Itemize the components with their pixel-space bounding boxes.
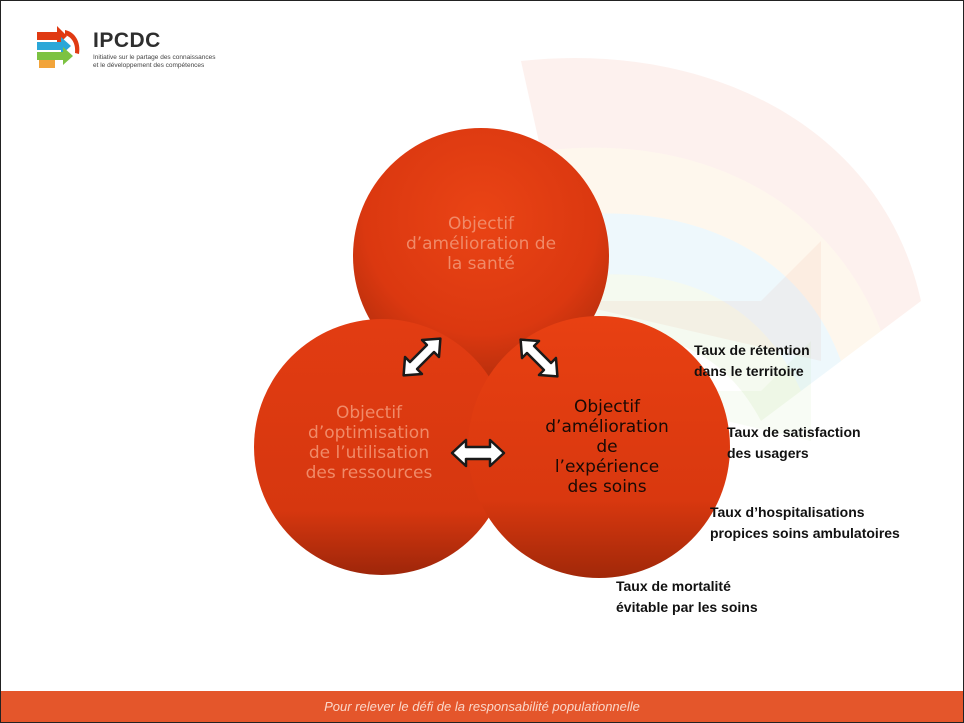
indicator-mortalite: Taux de mortalité évitable par les soins (616, 576, 758, 618)
indicator-line: propices soins ambulatoires (710, 525, 900, 541)
logo-title: IPCDC (93, 29, 161, 52)
indicator-line: dans le territoire (694, 363, 804, 379)
circle-experience (468, 316, 730, 578)
circle-label-line: Objectif (447, 214, 515, 234)
circle-label-line: d’optimisation (308, 423, 430, 443)
logo-subtitle-line2: et le développement des compétences (93, 62, 205, 69)
circle-label-ressources: Objectif d’optimisation de l’utilisation… (269, 403, 469, 483)
indicator-hospitalisations: Taux d’hospitalisations propices soins a… (710, 502, 900, 544)
circle-label-line: d’amélioration (545, 417, 669, 437)
circle-label-experience: Objectif d’amélioration de l’expérience … (517, 397, 697, 497)
indicator-line: évitable par les soins (616, 599, 758, 615)
indicator-line: Taux d’hospitalisations (710, 504, 865, 520)
footer-bar: Pour relever le défi de la responsabilit… (1, 691, 963, 722)
circle-sante (353, 128, 609, 384)
indicator-retention: Taux de rétention dans le territoire (694, 340, 810, 382)
indicator-line: Taux de rétention (694, 342, 810, 358)
logo-subtitle: Initiative sur le partage des connaissan… (93, 54, 216, 70)
indicator-line: des usagers (727, 445, 809, 461)
double-arrow-top-left-icon (402, 337, 442, 377)
logo-subtitle-line1: Initiative sur le partage des connaissan… (93, 54, 216, 61)
double-arrow-top-right-icon (519, 338, 559, 378)
circle-label-line: des ressources (305, 463, 433, 483)
indicator-line: Taux de satisfaction (727, 424, 861, 440)
circle-label-line: l’expérience (554, 457, 660, 477)
circle-label-line: de (596, 437, 618, 457)
circle-label-sante: Objectif d’amélioration de la santé (381, 214, 581, 274)
circle-label-line: d’amélioration de (405, 234, 557, 254)
circle-label-line: Objectif (335, 403, 403, 423)
circle-label-line: Objectif (573, 397, 641, 417)
ipcdc-logo-icon (37, 26, 80, 68)
indicator-satisfaction: Taux de satisfaction des usagers (727, 422, 861, 464)
circle-label-line: de l’utilisation (308, 443, 430, 463)
indicator-line: Taux de mortalité (616, 578, 731, 594)
double-arrow-horizontal-icon (450, 438, 506, 468)
footer-tagline: Pour relever le défi de la responsabilit… (324, 699, 640, 714)
circle-label-line: la santé (447, 254, 515, 274)
circle-label-line: des soins (567, 477, 647, 497)
circle-ressources (254, 319, 510, 575)
